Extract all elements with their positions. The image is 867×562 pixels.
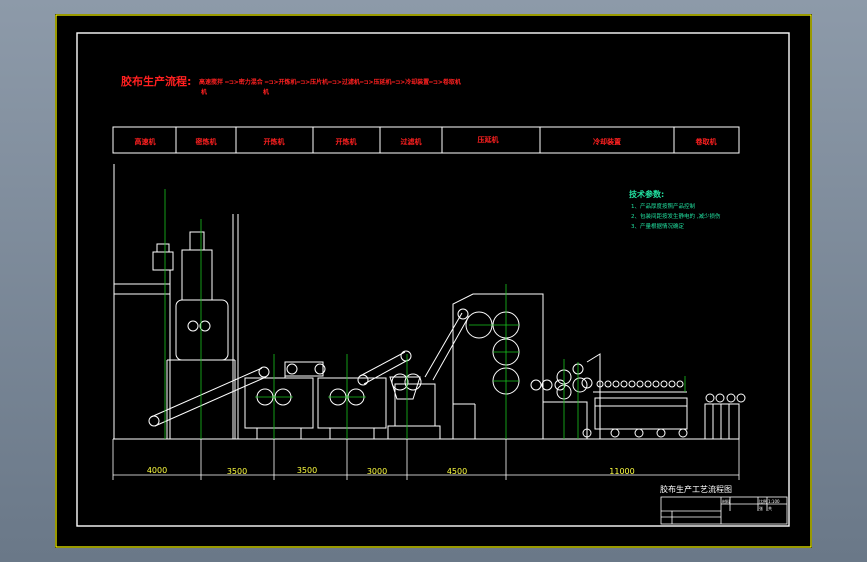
inner-frame	[76, 32, 790, 527]
station-3: 开炼机	[264, 137, 285, 146]
scale-label: 比例	[759, 498, 767, 504]
dim-4: 3000	[367, 467, 387, 476]
tech-title: 技术参数:	[629, 189, 664, 199]
title-block	[660, 496, 788, 525]
flow-line-2a: 机	[201, 88, 207, 96]
station-4: 开炼机	[336, 137, 357, 146]
drawing-title: 胶布生产工艺流程图	[660, 484, 732, 494]
station-5: 过滤机	[401, 137, 422, 146]
station-6: 压延机	[478, 135, 499, 144]
dim-6: 11000	[609, 467, 634, 476]
sheet-label: 张	[759, 505, 763, 511]
outer-border	[55, 14, 812, 548]
mat-label: 材料	[722, 498, 730, 504]
sheet-value: 共	[768, 505, 772, 511]
tech-parameters: 技术参数: 1、产品厚度按照产品控制 2、包装间距按发生静电的 ,减少损伤 3、…	[629, 189, 721, 230]
station-2: 密炼机	[196, 137, 217, 146]
tech-item-2: 2、包装间距按发生静电的 ,减少损伤	[631, 212, 721, 220]
process-drawing: 胶布生产流程: 高速搅拌 ═⊐>密力混合 ═⊐>开炼机═⊐>压片机═⊐>过滤机═…	[55, 14, 812, 548]
machinery	[113, 164, 746, 440]
tech-item-3: 3、产量根据情况确定	[631, 222, 684, 230]
dim-1: 4000	[147, 466, 167, 475]
tech-item-1: 1、产品厚度按照产品控制	[631, 202, 696, 210]
center-lines	[164, 189, 686, 439]
station-8: 卷取机	[696, 137, 717, 146]
scale-value: 1:100	[768, 499, 780, 504]
station-7: 冷却装置	[593, 137, 621, 146]
station-table	[112, 126, 740, 154]
dim-3: 3500	[297, 466, 317, 475]
dim-5: 4500	[447, 467, 467, 476]
flow-line-1: 高速搅拌 ═⊐>密力混合 ═⊐>开炼机═⊐>压片机═⊐>过滤机═⊐>压延机═⊐>…	[199, 78, 461, 86]
flow-line-2b: 机	[263, 88, 269, 96]
drawing-sheet: 胶布生产流程: 高速搅拌 ═⊐>密力混合 ═⊐>开炼机═⊐>压片机═⊐>过滤机═…	[55, 14, 812, 548]
cooling-rollers	[596, 380, 684, 388]
dim-2: 3500	[227, 467, 247, 476]
dimension-line	[112, 439, 740, 480]
title-label: 胶布生产流程:	[121, 74, 191, 88]
station-1: 高速机	[135, 137, 156, 146]
